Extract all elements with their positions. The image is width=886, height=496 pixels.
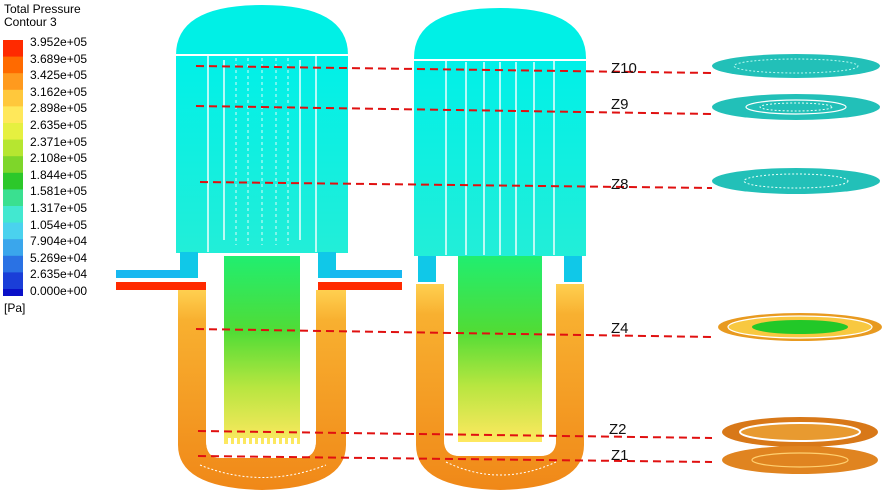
legend-swatch xyxy=(3,106,23,124)
legend-tick-label: 1.844e+05 xyxy=(30,167,88,182)
legend-swatch xyxy=(3,222,23,240)
legend-tick-label: 7.904e+04 xyxy=(30,234,88,249)
legend-swatch xyxy=(3,239,23,257)
legend-tick-label: 1.581e+05 xyxy=(30,184,88,199)
legend-swatch xyxy=(3,123,23,141)
legend-tick-label: 2.635e+05 xyxy=(30,118,88,132)
label-z8: Z8 xyxy=(611,176,629,193)
legend-tick-label: 2.635e+04 xyxy=(30,267,88,282)
upper-dome-left xyxy=(176,5,348,55)
legend-tick-label: 3.425e+05 xyxy=(30,68,88,83)
legend-swatch xyxy=(3,172,23,190)
legend-tick-label: 5.269e+04 xyxy=(30,250,88,265)
label-z9: Z9 xyxy=(611,96,629,113)
legend-tick-label: 3.162e+05 xyxy=(30,84,88,99)
legend-title: Total Pressure xyxy=(4,2,81,16)
legend-tick-label: 3.689e+05 xyxy=(30,51,88,66)
label-z1: Z1 xyxy=(611,447,629,464)
legend-unit: [Pa] xyxy=(4,301,26,315)
legend-swatch xyxy=(3,73,23,91)
legend-tick-label: 1.054e+05 xyxy=(30,217,88,232)
label-z10: Z10 xyxy=(611,60,637,77)
legend-swatch xyxy=(3,139,23,157)
legend-swatch xyxy=(3,255,23,273)
legend-swatch xyxy=(3,272,23,290)
legend-tick-label: 2.371e+05 xyxy=(30,134,88,149)
legend-swatch xyxy=(3,156,23,174)
legend-swatch xyxy=(3,56,23,74)
pressure-legend: Total Pressure Contour 3 3.952e+05 3.689e… xyxy=(0,0,120,315)
legend-swatch xyxy=(3,89,23,107)
vessel-right xyxy=(414,8,586,490)
legend-swatch xyxy=(3,189,23,207)
legend-tick-label: 1.317e+05 xyxy=(30,201,88,215)
legend-tick-label: 0.000e+00 xyxy=(30,284,88,298)
label-z4: Z4 xyxy=(611,320,629,337)
section-discs xyxy=(712,54,882,474)
legend-tick-label: 3.952e+05 xyxy=(30,35,88,49)
legend-swatch xyxy=(3,206,23,224)
vessel-left xyxy=(116,5,402,490)
section-lines xyxy=(195,65,713,463)
legend-subtitle: Contour 3 xyxy=(4,15,57,29)
label-z2: Z2 xyxy=(609,421,627,438)
legend-colorbar xyxy=(3,40,23,296)
legend-tick-label: 2.898e+05 xyxy=(30,101,88,116)
legend-tick-label: 2.108e+05 xyxy=(30,151,88,166)
legend-swatch xyxy=(3,40,23,58)
legend-swatch xyxy=(3,289,23,296)
